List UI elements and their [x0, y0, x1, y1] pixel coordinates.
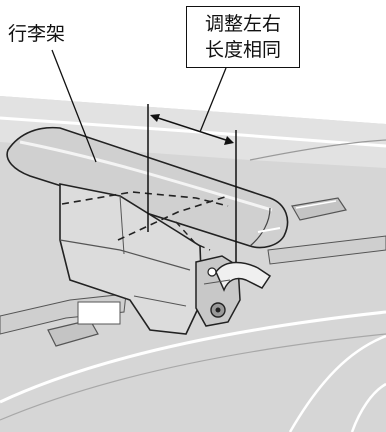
- rack-foot-bracket: [59, 183, 272, 335]
- arrow-head-right-icon: [224, 136, 234, 145]
- measurement-guides: [147, 104, 237, 262]
- adjust-note-line-2: 长度相同: [204, 39, 281, 61]
- adjust-note-line-1: 调整左右: [204, 13, 281, 35]
- hidden-dashed-lines: [61, 191, 229, 251]
- arrow-head-left-icon: [150, 114, 160, 122]
- callout-leaders: [51, 49, 227, 163]
- roof-rack-leader-line: [51, 49, 97, 163]
- roof-rack-label: 行李架: [8, 23, 66, 45]
- adjust-note-leader-line: [199, 67, 227, 133]
- adjust-length-note-box: 调整左右 长度相同: [186, 6, 300, 68]
